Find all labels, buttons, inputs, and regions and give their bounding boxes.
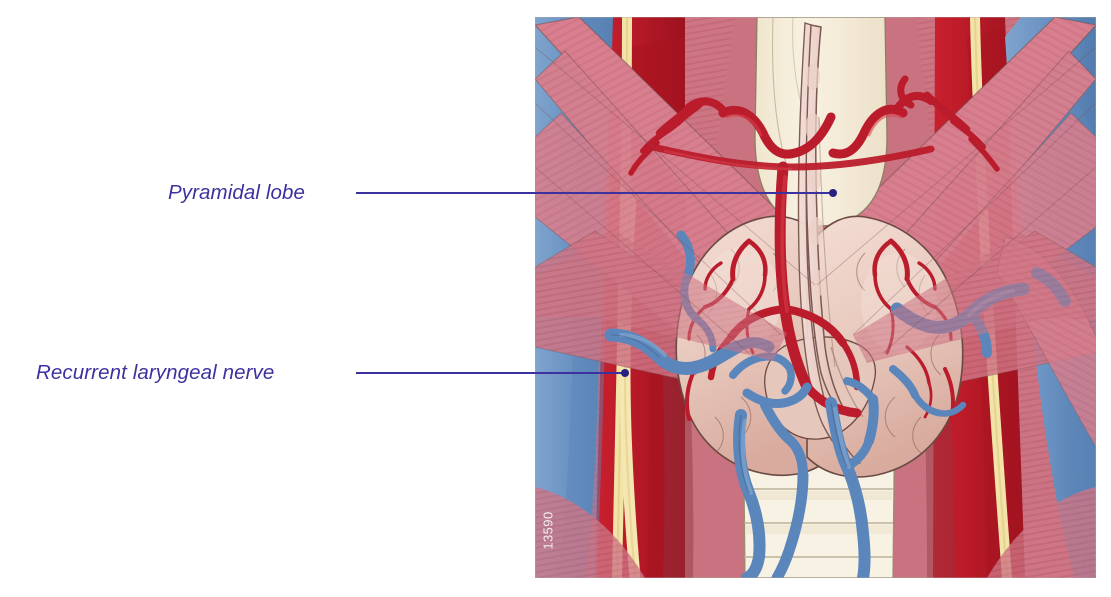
callout-label-pyramidal-lobe: Pyramidal lobe (168, 181, 305, 204)
leader-line-recurrent-laryngeal-nerve (356, 372, 626, 374)
leader-dot-recurrent-laryngeal-nerve (621, 369, 629, 377)
illustration-canvas (535, 17, 1096, 578)
leader-dot-pyramidal-lobe (829, 189, 837, 197)
plate-border (535, 17, 1096, 578)
bottom-foreground-muscles (535, 487, 1096, 578)
anatomical-illustration (535, 17, 1096, 578)
callout-label-recurrent-laryngeal-nerve: Recurrent laryngeal nerve (36, 361, 275, 384)
foreground-muscle-overlays (535, 46, 1096, 363)
leader-line-pyramidal-lobe (356, 192, 834, 194)
vein-outlines (610, 334, 848, 494)
